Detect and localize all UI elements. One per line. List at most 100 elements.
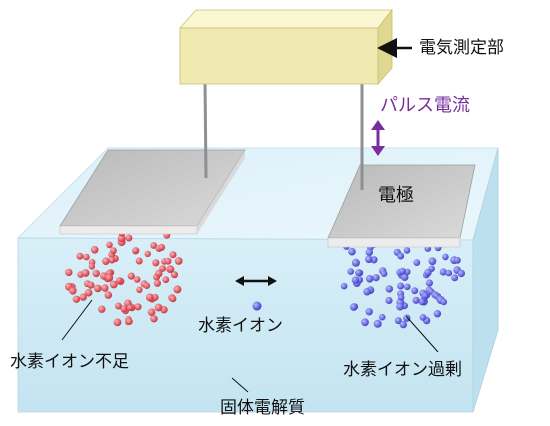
ion-dot bbox=[404, 283, 411, 291]
pulse-current-arrow bbox=[371, 120, 385, 156]
ion-dot bbox=[133, 276, 141, 283]
ion-dot bbox=[150, 315, 158, 323]
ion-dot bbox=[433, 310, 442, 318]
ion-dot bbox=[87, 281, 95, 289]
ion-dot bbox=[174, 257, 183, 265]
ion-dot bbox=[365, 248, 373, 257]
ion-dot bbox=[340, 282, 348, 290]
ion-dot bbox=[418, 298, 426, 306]
ion-dot bbox=[104, 291, 113, 299]
hydrogen-ion-label: 水素イオン bbox=[198, 316, 283, 336]
ion-dot bbox=[445, 269, 453, 277]
ion-dot bbox=[90, 246, 99, 254]
block-side-face bbox=[472, 147, 499, 413]
ion-dot bbox=[145, 293, 154, 302]
ion-dot bbox=[170, 271, 178, 279]
ion-dot bbox=[440, 298, 448, 306]
ion-dot bbox=[92, 269, 100, 278]
ion-dot bbox=[69, 287, 77, 295]
ion-dot bbox=[399, 320, 407, 329]
ion-dot bbox=[363, 287, 371, 296]
ion-dot bbox=[167, 265, 175, 273]
ion-dot bbox=[98, 305, 106, 313]
ion-dot bbox=[351, 258, 360, 267]
ion-dot bbox=[94, 284, 102, 293]
ion-dot bbox=[153, 279, 161, 287]
ion-dot bbox=[144, 250, 151, 258]
ion-dot bbox=[102, 257, 110, 266]
ion-dot bbox=[403, 247, 411, 254]
ion-dot bbox=[365, 275, 374, 283]
ion-dot bbox=[117, 234, 126, 243]
ion-dot bbox=[127, 272, 135, 280]
ion-dot bbox=[150, 242, 158, 249]
ion-dot bbox=[350, 303, 358, 311]
ion-dot bbox=[173, 285, 182, 294]
ion-dot bbox=[116, 277, 123, 284]
ion-dot bbox=[442, 253, 449, 261]
ion-dot bbox=[110, 247, 117, 255]
ion-dot bbox=[88, 263, 96, 270]
left-electrode bbox=[59, 149, 246, 235]
electrical-measurement-unit bbox=[179, 8, 393, 86]
ion-dot bbox=[365, 308, 373, 316]
mobile-hydrogen-ion bbox=[252, 301, 262, 311]
deficit-leader-line bbox=[61, 299, 93, 341]
ion-dot bbox=[106, 241, 113, 249]
ion-dot bbox=[421, 292, 429, 300]
ion-dot bbox=[396, 302, 404, 311]
hydrogen-ion-deficit-label: 水素イオン不足 bbox=[10, 352, 129, 372]
ion-dot bbox=[373, 319, 382, 328]
ion-dot bbox=[134, 303, 142, 311]
ion-dot bbox=[147, 308, 156, 317]
ion-dot bbox=[397, 294, 405, 301]
ion-dot bbox=[79, 293, 87, 301]
ion-dot bbox=[439, 268, 447, 276]
ion-dot bbox=[109, 280, 118, 289]
ion-dot bbox=[113, 318, 122, 327]
ion-dot bbox=[159, 265, 167, 272]
ion-dot bbox=[164, 257, 172, 265]
ion-dot bbox=[136, 286, 143, 293]
excess-leader-line bbox=[405, 315, 439, 353]
ion-dot bbox=[424, 268, 432, 277]
ion-dot bbox=[425, 279, 433, 287]
ion-dot bbox=[76, 252, 84, 260]
pulse-current-label: パルス電流 bbox=[380, 95, 470, 116]
electrode-label: 電極 bbox=[378, 185, 414, 206]
right-electrode bbox=[327, 164, 476, 248]
ion-dot bbox=[412, 296, 420, 304]
ion-dot bbox=[108, 256, 116, 264]
ion-dot bbox=[151, 293, 159, 301]
ion-movement-arrow bbox=[235, 276, 277, 286]
ion-dot bbox=[155, 269, 163, 278]
ion-dot bbox=[413, 259, 421, 266]
ion-dot bbox=[428, 257, 437, 266]
ion-dot bbox=[397, 252, 405, 260]
ion-dot bbox=[158, 243, 166, 251]
ion-dot bbox=[125, 318, 133, 325]
ion-dot bbox=[348, 247, 356, 256]
left-wire bbox=[203, 79, 208, 179]
ion-dot bbox=[169, 251, 177, 259]
ion-dot bbox=[83, 253, 90, 261]
ion-dot bbox=[451, 274, 459, 282]
ion-dot bbox=[143, 282, 151, 290]
ion-dot bbox=[65, 268, 73, 277]
ion-dot bbox=[154, 303, 163, 312]
ion-dot bbox=[135, 257, 143, 265]
ion-dot bbox=[101, 284, 109, 292]
ion-dot bbox=[81, 269, 90, 277]
ion-dot bbox=[169, 295, 177, 303]
ion-dot bbox=[380, 270, 388, 278]
ion-dot bbox=[126, 304, 134, 311]
ion-dot bbox=[365, 255, 373, 264]
ion-dot bbox=[403, 314, 411, 322]
ion-dot bbox=[372, 274, 380, 282]
ion-dot bbox=[72, 295, 81, 303]
ion-dot bbox=[378, 313, 386, 321]
ion-dot bbox=[347, 268, 355, 275]
ion-dot bbox=[132, 247, 140, 255]
ion-dot bbox=[120, 305, 128, 313]
solid-electrolyte-label: 固体電解質 bbox=[220, 398, 305, 418]
